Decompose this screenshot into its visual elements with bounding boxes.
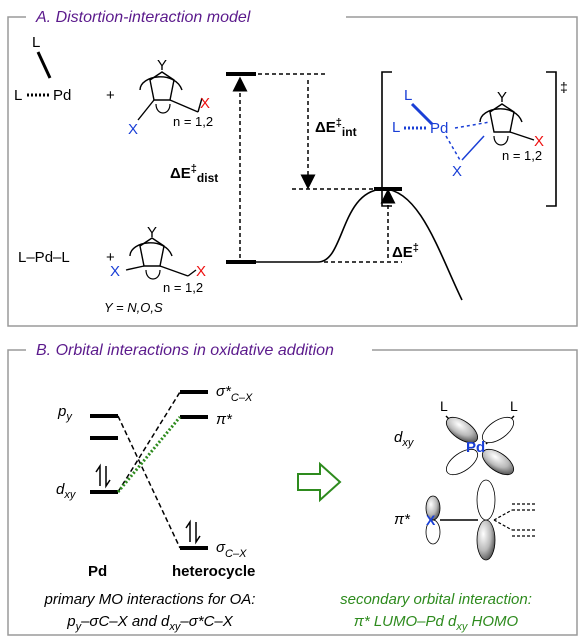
ligand-label: L bbox=[510, 398, 518, 414]
dE-label: ΔE‡ bbox=[392, 242, 419, 261]
secondary-caption-line2: π* LUMO–Pd dxy HOMO bbox=[354, 613, 519, 633]
panel-a-border bbox=[7, 16, 578, 327]
plus-sign: + bbox=[106, 249, 115, 266]
dxy-label: dxy bbox=[56, 481, 77, 501]
ligand-label: L bbox=[392, 119, 400, 136]
y-atom: Y bbox=[157, 57, 167, 74]
x-atom-red: X bbox=[534, 133, 544, 150]
panel-a-title: A. Distortion-interaction model bbox=[35, 9, 251, 26]
py-label: py bbox=[57, 403, 73, 423]
n-label: n = 1,2 bbox=[173, 114, 213, 129]
mo-diagram: py dxy σ*C–X π* σC–X Pd heterocycle bbox=[56, 383, 255, 580]
x-atom-blue: X bbox=[426, 512, 436, 528]
ligand-label: L bbox=[14, 87, 22, 104]
energy-curve bbox=[256, 188, 463, 301]
ligand-label: L bbox=[404, 87, 412, 104]
y-atom: Y bbox=[497, 89, 507, 106]
heterocycle-column-label: heterocycle bbox=[172, 563, 255, 580]
primary-caption-line2: py–σC–X and dxy–σ*C–X bbox=[66, 613, 234, 633]
heterocycle-top: Y X X n = 1,2 bbox=[128, 57, 213, 138]
x-atom-blue: X bbox=[128, 121, 138, 138]
pd-column-label: Pd bbox=[88, 563, 107, 580]
plus-sign: + bbox=[106, 87, 115, 104]
pd-complex-top: L L Pd bbox=[14, 34, 71, 104]
heterocycle-bottom: Y X X n = 1,2 bbox=[110, 224, 206, 295]
pd-label: Pd bbox=[466, 439, 485, 456]
secondary-caption-line1: secondary orbital interaction: bbox=[340, 591, 532, 608]
panel-a: A. Distortion-interaction model L L Pd +… bbox=[7, 9, 578, 327]
x-atom-red: X bbox=[200, 95, 210, 112]
transition-state: ‡ L L Pd X Y X n = 1,2 bbox=[381, 71, 568, 207]
pi-star-orbital: π* X bbox=[394, 479, 536, 561]
dE-dist-label: ΔE‡dist bbox=[170, 163, 218, 185]
pd-label: Pd bbox=[53, 87, 71, 104]
n-label: n = 1,2 bbox=[502, 148, 542, 163]
panel-b: B. Orbital interactions in oxidative add… bbox=[7, 342, 578, 636]
orbital-dxy-label: dxy bbox=[394, 429, 415, 449]
x-atom-blue: X bbox=[110, 263, 120, 280]
pd-label: Pd bbox=[430, 120, 448, 137]
primary-caption-line1: primary MO interactions for OA: bbox=[44, 591, 256, 608]
panel-b-border bbox=[7, 349, 578, 636]
pi-star-label: π* bbox=[216, 411, 233, 428]
y-atom: Y bbox=[147, 224, 157, 241]
ligand-label: L bbox=[440, 398, 448, 414]
ts-dagger: ‡ bbox=[560, 79, 568, 95]
x-atom-blue: X bbox=[452, 163, 462, 180]
dE-int-label: ΔE‡int bbox=[315, 117, 357, 139]
panel-b-title: B. Orbital interactions in oxidative add… bbox=[36, 342, 334, 359]
y-definition: Y = N,O,S bbox=[104, 300, 163, 315]
secondary-interaction-line bbox=[116, 416, 182, 493]
sigma-star-label: σ*C–X bbox=[216, 383, 253, 404]
orbital-pi-label: π* bbox=[394, 511, 411, 528]
ligand-label: L bbox=[32, 34, 40, 51]
n-label: n = 1,2 bbox=[163, 280, 203, 295]
right-arrow-icon bbox=[297, 461, 342, 503]
pd-complex-bottom: L–Pd–L bbox=[18, 249, 70, 266]
sigma-label: σC–X bbox=[216, 539, 247, 560]
dxy-orbital: dxy L L Pd bbox=[394, 398, 518, 476]
x-atom-red: X bbox=[196, 263, 206, 280]
